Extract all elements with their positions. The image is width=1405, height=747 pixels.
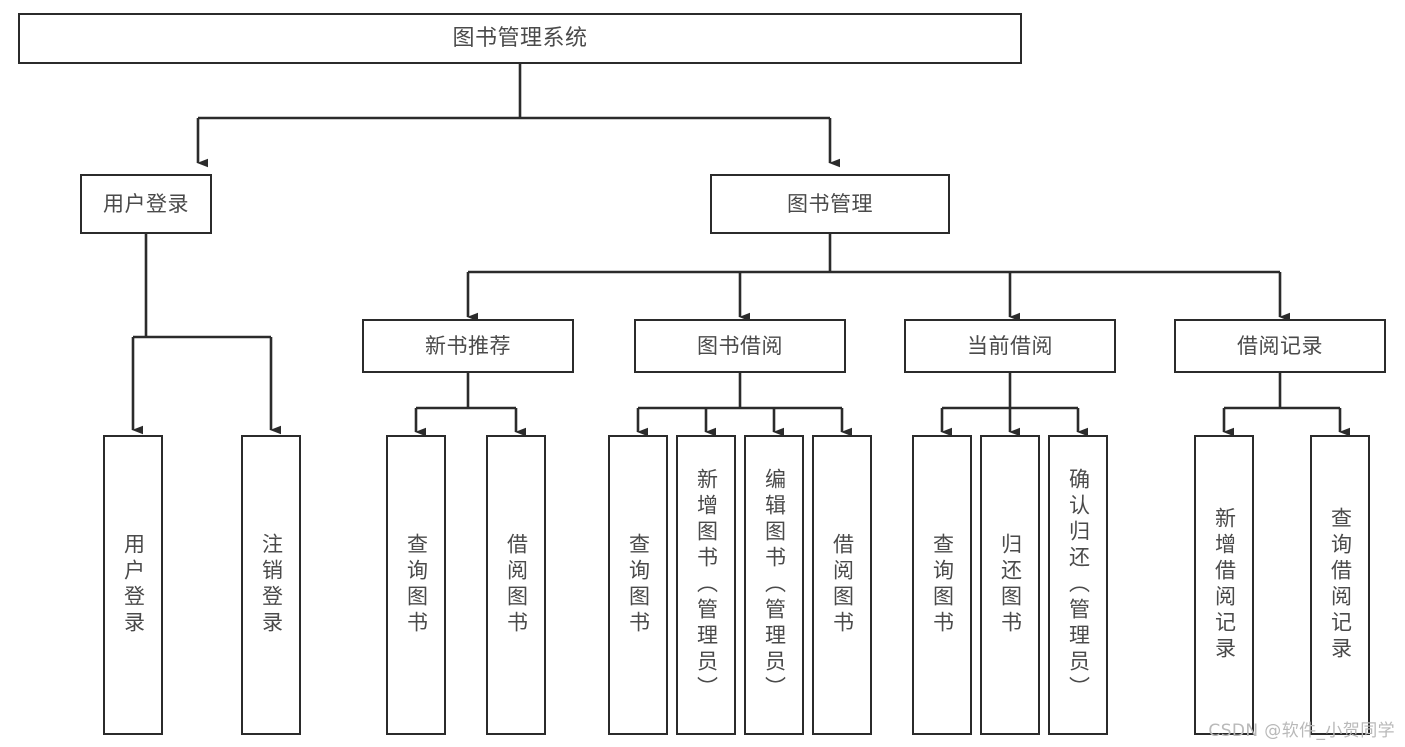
node-leaf-borrow-edit-book[interactable]: 编辑图书（管理员） xyxy=(744,435,804,735)
node-leaf-current-return-label: 归还图书 xyxy=(998,533,1023,637)
node-leaf-borrow-query[interactable]: 查询图书 xyxy=(608,435,668,735)
node-leaf-records-add[interactable]: 新增借阅记录 xyxy=(1194,435,1254,735)
node-leaf-borrow-add-book[interactable]: 新增图书（管理员） xyxy=(676,435,736,735)
node-leaf-current-confirm-return[interactable]: 确认归还（管理员） xyxy=(1048,435,1108,735)
node-leaf-user-login-signin[interactable]: 用户登录 xyxy=(103,435,163,735)
node-leaf-borrow-add-book-label: 新增图书（管理员） xyxy=(694,468,719,702)
node-leaf-borrow-borrow-book[interactable]: 借阅图书 xyxy=(812,435,872,735)
node-leaf-records-query-label: 查询借阅记录 xyxy=(1328,507,1353,663)
node-leaf-borrow-borrow-book-label: 借阅图书 xyxy=(830,533,855,637)
node-leaf-current-query[interactable]: 查询图书 xyxy=(912,435,972,735)
node-borrow-records-label: 借阅记录 xyxy=(1237,333,1323,358)
node-user-login[interactable]: 用户登录 xyxy=(80,174,212,234)
node-book-management[interactable]: 图书管理 xyxy=(710,174,950,234)
watermark-csdn: CSDN @软件_小贺同学 xyxy=(1208,721,1395,741)
node-leaf-new-books-query[interactable]: 查询图书 xyxy=(386,435,446,735)
node-current-borrow-label: 当前借阅 xyxy=(967,333,1053,358)
node-current-borrow[interactable]: 当前借阅 xyxy=(904,319,1116,373)
node-leaf-records-query[interactable]: 查询借阅记录 xyxy=(1310,435,1370,735)
node-book-management-label: 图书管理 xyxy=(787,191,873,216)
node-leaf-current-confirm-return-label: 确认归还（管理员） xyxy=(1066,468,1091,702)
node-leaf-new-books-query-label: 查询图书 xyxy=(404,533,429,637)
node-new-book-recommend[interactable]: 新书推荐 xyxy=(362,319,574,373)
node-leaf-new-books-borrow-label: 借阅图书 xyxy=(504,533,529,637)
node-root-system[interactable]: 图书管理系统 xyxy=(18,13,1022,64)
node-root-system-label: 图书管理系统 xyxy=(452,25,588,51)
node-leaf-borrow-query-label: 查询图书 xyxy=(626,533,651,637)
node-leaf-new-books-borrow[interactable]: 借阅图书 xyxy=(486,435,546,735)
node-leaf-current-return[interactable]: 归还图书 xyxy=(980,435,1040,735)
node-book-borrow-label: 图书借阅 xyxy=(697,333,783,358)
node-leaf-records-add-label: 新增借阅记录 xyxy=(1212,507,1237,663)
node-user-login-label: 用户登录 xyxy=(103,191,189,216)
node-book-borrow[interactable]: 图书借阅 xyxy=(634,319,846,373)
node-leaf-current-query-label: 查询图书 xyxy=(930,533,955,637)
node-new-book-recommend-label: 新书推荐 xyxy=(425,333,511,358)
node-leaf-user-login-signout[interactable]: 注销登录 xyxy=(241,435,301,735)
node-leaf-user-login-signin-label: 用户登录 xyxy=(121,533,146,637)
node-borrow-records[interactable]: 借阅记录 xyxy=(1174,319,1386,373)
node-leaf-user-login-signout-label: 注销登录 xyxy=(259,533,284,637)
node-leaf-borrow-edit-book-label: 编辑图书（管理员） xyxy=(762,468,787,702)
